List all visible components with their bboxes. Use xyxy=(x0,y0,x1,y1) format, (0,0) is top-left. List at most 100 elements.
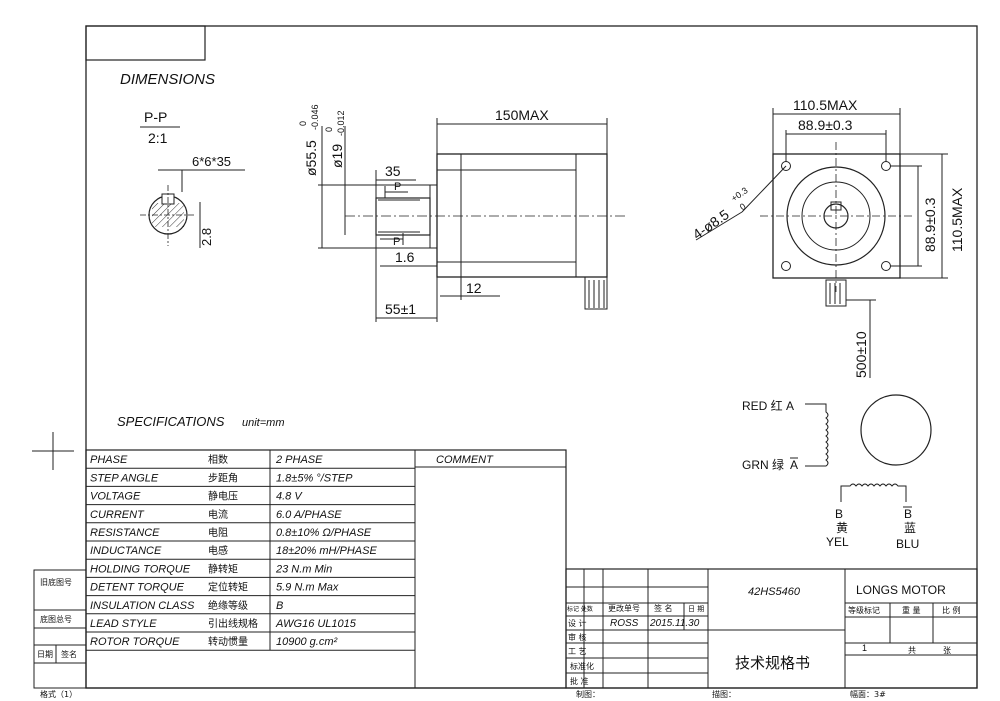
wire-grn-phase: A xyxy=(790,458,798,472)
wire-red-label: RED 红 A xyxy=(742,398,794,413)
section-marker-bot-label: P xyxy=(393,236,400,248)
boss-dia-tol-upper: 0 xyxy=(298,121,308,126)
section-scale: 2:1 xyxy=(148,130,168,146)
tb-col-grade: 等级标记 xyxy=(848,605,880,615)
spec-name: ROTOR TORQUE xyxy=(90,636,180,648)
spec-name-cn: 相数 xyxy=(208,453,228,466)
pitch-h-label: 88.9±0.3 xyxy=(798,117,853,133)
wire-b-right-color: BLU xyxy=(896,537,919,551)
spec-name: VOLTAGE xyxy=(90,491,141,503)
wiring-diagram: RED 红 A GRN 绿 A B 黄 YEL B 蓝 BLU xyxy=(742,394,932,551)
left-margin-block: 旧底图号 底图总号 日期 签名 格式（1） xyxy=(33,569,87,699)
mount-hole-bl xyxy=(781,261,791,271)
spec-name-cn: 步距角 xyxy=(208,472,238,484)
holes-tol-lower: 0 xyxy=(738,201,748,212)
tb-col-weight: 重 量 xyxy=(902,605,921,615)
boss-dia-main-label: ø55.5 xyxy=(303,140,319,176)
tb-marker-header: 标记 处数 xyxy=(567,605,593,613)
spec-name: LEAD STYLE xyxy=(90,618,157,630)
unit-note: unit=mm xyxy=(242,417,285,429)
corner-box xyxy=(85,25,206,61)
wire-b-left: B xyxy=(835,507,843,521)
margin-signature: 签名 xyxy=(61,649,77,659)
wire-b-left-cn: 黄 xyxy=(836,521,848,535)
key-size-label: 6*6*35 xyxy=(192,154,231,169)
width-label: 110.5MAX xyxy=(793,97,858,113)
tb-process: 工 艺 xyxy=(568,647,587,656)
title-block: 42HS5460 LONGS MOTOR 技术规格书 等级标记 重 量 比 例 … xyxy=(565,568,978,699)
hole-leader xyxy=(741,165,787,213)
motor-symbol xyxy=(860,394,932,466)
tb-change-doc: 更改单号 xyxy=(608,603,640,613)
tb-format: 幅面：3# xyxy=(850,689,886,699)
pitch-v-label: 88.9±0.3 xyxy=(922,197,938,252)
side-view: 150MAX P P 35 ø55.5 0 xyxy=(298,104,628,322)
lead-length-label: 500±10 xyxy=(853,331,869,378)
shaft-dia-main-label: ø19 xyxy=(329,144,345,168)
coil-a xyxy=(805,403,829,467)
margin-format: 格式（1） xyxy=(40,689,77,699)
tb-doc-title: 技术规格书 xyxy=(735,654,810,672)
spec-name-cn: 转动惯量 xyxy=(208,635,248,648)
key-length-label: 35 xyxy=(385,163,401,179)
dimensions-title: DIMENSIONS xyxy=(120,71,215,88)
spec-value: 2 PHASE xyxy=(275,454,323,466)
hole-leader-2 xyxy=(695,211,743,241)
spec-value: 18±20% mH/PHASE xyxy=(276,545,377,557)
spec-name-cn: 电流 xyxy=(208,508,228,521)
margin-box xyxy=(33,569,87,689)
shaft-dia-tol-upper: 0 xyxy=(324,127,334,132)
boss-height-label: 1.6 xyxy=(395,249,415,265)
wire-grn-label: GRN 绿 xyxy=(742,457,784,472)
boss xyxy=(429,184,438,249)
front-connector xyxy=(825,279,847,307)
tb-designer: ROSS xyxy=(610,618,639,629)
tb-model: 42HS5460 xyxy=(748,586,801,598)
section-marker-top-label: P xyxy=(394,181,401,193)
section-view: P-P 2:1 6*6*35 2.8 xyxy=(140,109,245,248)
spec-value: B xyxy=(276,600,283,612)
spec-name: INSULATION CLASS xyxy=(90,600,195,612)
spec-name: HOLDING TORQUE xyxy=(90,563,191,575)
margin-original-drawing: 旧底图号 xyxy=(40,577,72,587)
margin-base-drawing: 底图总号 xyxy=(40,614,72,624)
margin-date: 日期 xyxy=(37,650,53,659)
spec-name-cn: 定位转矩 xyxy=(208,581,248,594)
wire-b-right: B xyxy=(904,507,912,521)
tb-traced: 描图： xyxy=(712,689,736,699)
spec-name-cn: 引出线规格 xyxy=(208,617,258,630)
tb-qty: 1 xyxy=(862,643,867,653)
tb-approve: 批 准 xyxy=(570,676,589,686)
spec-value: 5.9 N.m Max xyxy=(276,582,339,594)
length-label: 150MAX xyxy=(495,107,549,123)
spec-name-cn: 静电压 xyxy=(208,490,238,503)
tb-sign: 签 名 xyxy=(654,603,673,613)
spec-name: DETENT TORQUE xyxy=(90,582,185,594)
front-view: 4-ø8.5 +0.3 0 110.5MAX 88.9±0.3 88.9±0.3… xyxy=(690,97,965,378)
flat-depth-label: 2.8 xyxy=(199,228,214,246)
spec-name-cn: 电感 xyxy=(208,544,228,557)
spec-value: 1.8±5% °/STEP xyxy=(276,472,353,484)
spec-value: 23 N.m Min xyxy=(275,563,332,575)
tb-drawn: 制图： xyxy=(576,689,600,699)
spec-value: 4.8 V xyxy=(276,491,303,503)
spec-name-cn: 绝缘等级 xyxy=(208,599,248,612)
spec-value: 10900 g.cm² xyxy=(276,636,337,648)
tb-company: LONGS MOTOR xyxy=(856,583,946,597)
flange-thickness-label: 12 xyxy=(466,280,482,296)
specifications-title: SPECIFICATIONS xyxy=(117,414,225,429)
wire-b-right-cn: 蓝 xyxy=(904,521,916,535)
tb-date-col: 日 期 xyxy=(688,605,704,613)
spec-value: AWG16 UL1015 xyxy=(275,618,357,630)
wire-b-left-color: YEL xyxy=(826,535,849,549)
holes-tol-upper: +0.3 xyxy=(729,185,749,203)
shaft xyxy=(375,197,431,236)
section-label: P-P xyxy=(144,109,167,125)
spec-name: STEP ANGLE xyxy=(90,472,159,484)
shaft-length-label: 55±1 xyxy=(385,301,416,317)
mount-hole-br xyxy=(881,261,891,271)
spec-value: 6.0 A/PHASE xyxy=(276,509,342,521)
spec-name-cn: 电阻 xyxy=(208,526,228,539)
